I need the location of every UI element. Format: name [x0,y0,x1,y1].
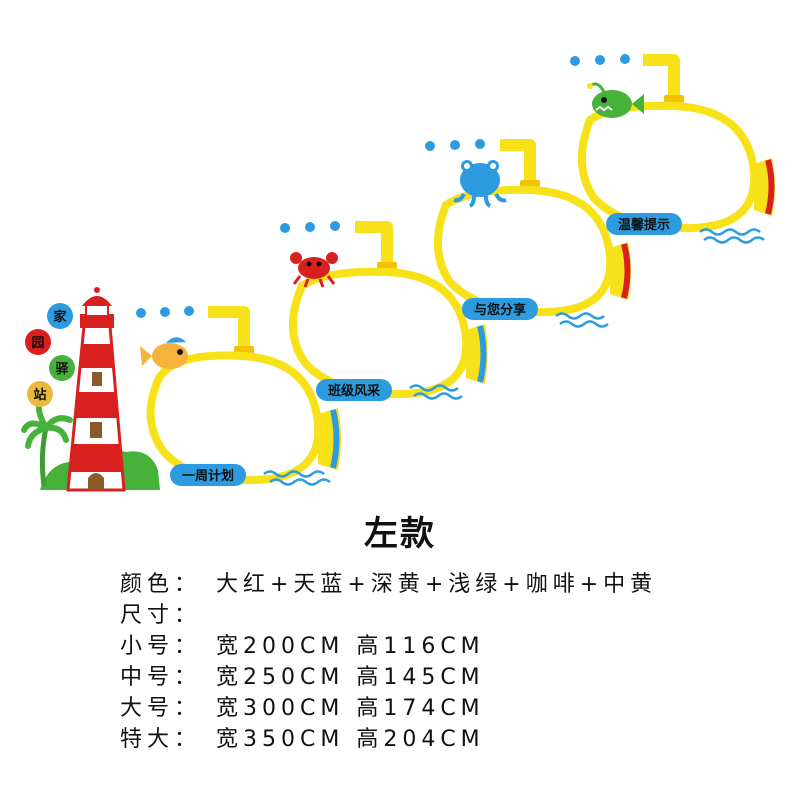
submarine-board-3: 与您分享 [425,139,631,328]
lighthouse [21,287,160,492]
palm-tree-icon [21,399,73,487]
sign-char-4: 站 [33,387,46,403]
spec-row-size-heading: 尺寸： [120,601,216,631]
submarine-board-4: 温馨提示 [570,54,775,244]
board-label-4: 温馨提示 [618,217,670,233]
crab-icon [290,252,338,288]
lighthouse-sign: 家 园 驿 站 [25,303,75,407]
fish-icon [140,337,188,369]
octopus-icon [453,160,507,208]
sign-char-3: 驿 [55,361,69,377]
spec-value: 宽250CM 高145CM [216,665,485,690]
submarine-wall-sticker-artwork: 家 园 驿 站 一周计划 [21,54,775,492]
spec-row-small: 小号： 宽200CM 高116CM [120,632,485,662]
spec-label: 中号： [120,665,202,690]
spec-value: 宽200CM 高116CM [216,634,485,659]
spec-label: 特大： [120,727,202,752]
sign-char-2: 园 [31,336,44,351]
spec-value: 宽350CM 高204CM [216,727,485,752]
spec-label: 尺寸： [120,603,202,628]
submarine-board-1: 一周计划 [136,306,341,486]
submarine-board-2: 班级风采 [280,221,488,401]
product-variant-title: 左款 [364,514,436,554]
spec-label: 颜色： [120,572,202,597]
board-label-2: 班级风采 [328,383,381,399]
spec-value: 宽300CM 高174CM [216,696,485,721]
spec-value: 大红+天蓝+深黄+浅绿+咖啡+中黄 [216,572,658,597]
spec-row-medium: 中号： 宽250CM 高145CM [120,663,485,693]
spec-row-extra-large: 特大： 宽350CM 高204CM [120,725,485,755]
sign-char-1: 家 [53,309,67,325]
spec-label: 大号： [120,696,202,721]
board-label-3: 与您分享 [474,302,526,318]
anglerfish-icon [587,82,644,118]
board-label-1: 一周计划 [182,468,234,484]
spec-row-large: 大号： 宽300CM 高174CM [120,694,485,724]
spec-row-color: 颜色： 大红+天蓝+深黄+浅绿+咖啡+中黄 [120,570,657,600]
spec-label: 小号： [120,634,202,659]
